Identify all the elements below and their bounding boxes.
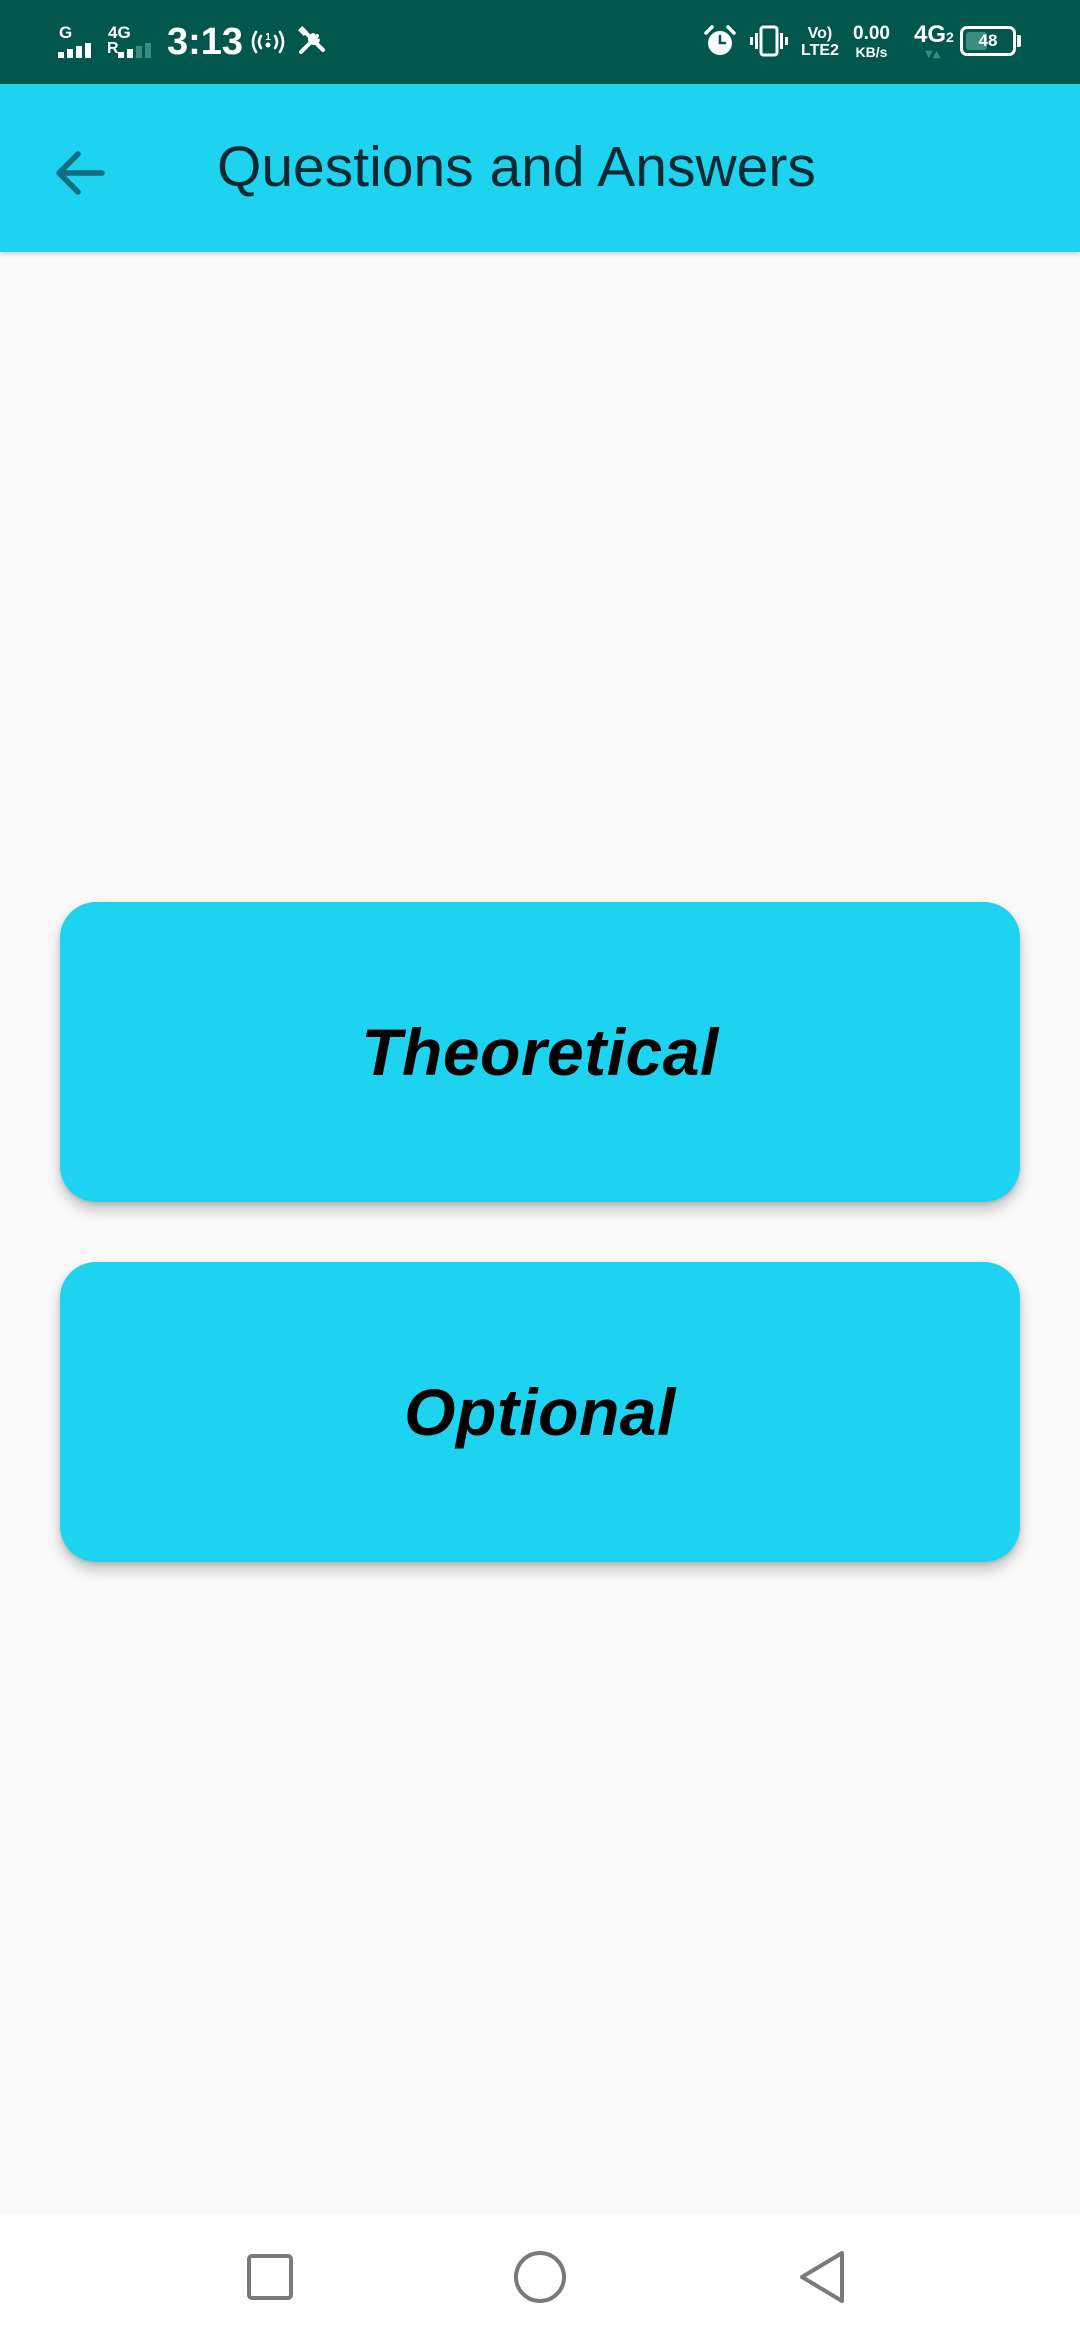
volte-line1: Vo)	[807, 25, 833, 42]
volte-line2: LTE2	[801, 42, 839, 59]
sim2-roaming-indicator: R	[107, 40, 119, 57]
theoretical-label: Theoretical	[361, 1015, 719, 1089]
data-activity-icon: ▼▲	[925, 49, 941, 60]
battery-tip	[1017, 35, 1021, 47]
data-network-type: 4G	[914, 21, 947, 48]
vibrate-icon	[750, 24, 788, 58]
volte-indicator: Vo) LTE2	[801, 25, 839, 59]
back-button[interactable]	[34, 130, 114, 210]
app-bar: Questions and Answers	[0, 84, 1080, 252]
arrow-left-icon	[56, 151, 105, 195]
alarm-icon	[703, 24, 737, 58]
recents-square-icon	[247, 2254, 293, 2300]
system-nav-bar	[0, 2214, 1080, 2340]
battery-level: 48	[978, 31, 998, 50]
battery-icon: 48	[960, 26, 1016, 56]
home-button[interactable]	[480, 2214, 600, 2340]
hotspot-badge: 1	[265, 32, 271, 43]
battery-fill	[966, 32, 987, 50]
theoretical-card[interactable]: Theoretical	[60, 902, 1020, 1202]
back-triangle-icon	[800, 2251, 844, 2303]
optional-label: Optional	[404, 1375, 676, 1449]
sim2-signal-icon	[118, 42, 158, 58]
home-circle-icon	[514, 2251, 566, 2303]
sim2-network-type: 4G	[108, 23, 131, 42]
status-bar: G 4G R 3:13 1	[0, 0, 1080, 84]
hotspot-icon: 1	[250, 26, 286, 58]
tools-icon	[296, 25, 328, 57]
sim1-signal-icon	[58, 42, 98, 58]
data-network-indicator: 4G2	[914, 22, 954, 50]
status-time: 3:13	[167, 21, 244, 63]
recents-button[interactable]	[210, 2214, 330, 2340]
optional-card[interactable]: Optional	[60, 1262, 1020, 1562]
page-title: Questions and Answers	[217, 135, 816, 199]
net-speed-unit: KB/s	[855, 44, 888, 60]
net-speed-value: 0.00	[853, 23, 890, 44]
data-network-sim: 2	[946, 29, 954, 45]
net-speed-indicator: 0.00 KB/s	[853, 24, 890, 59]
sim1-network-type: G	[59, 23, 73, 42]
nav-back-button[interactable]	[762, 2214, 882, 2340]
